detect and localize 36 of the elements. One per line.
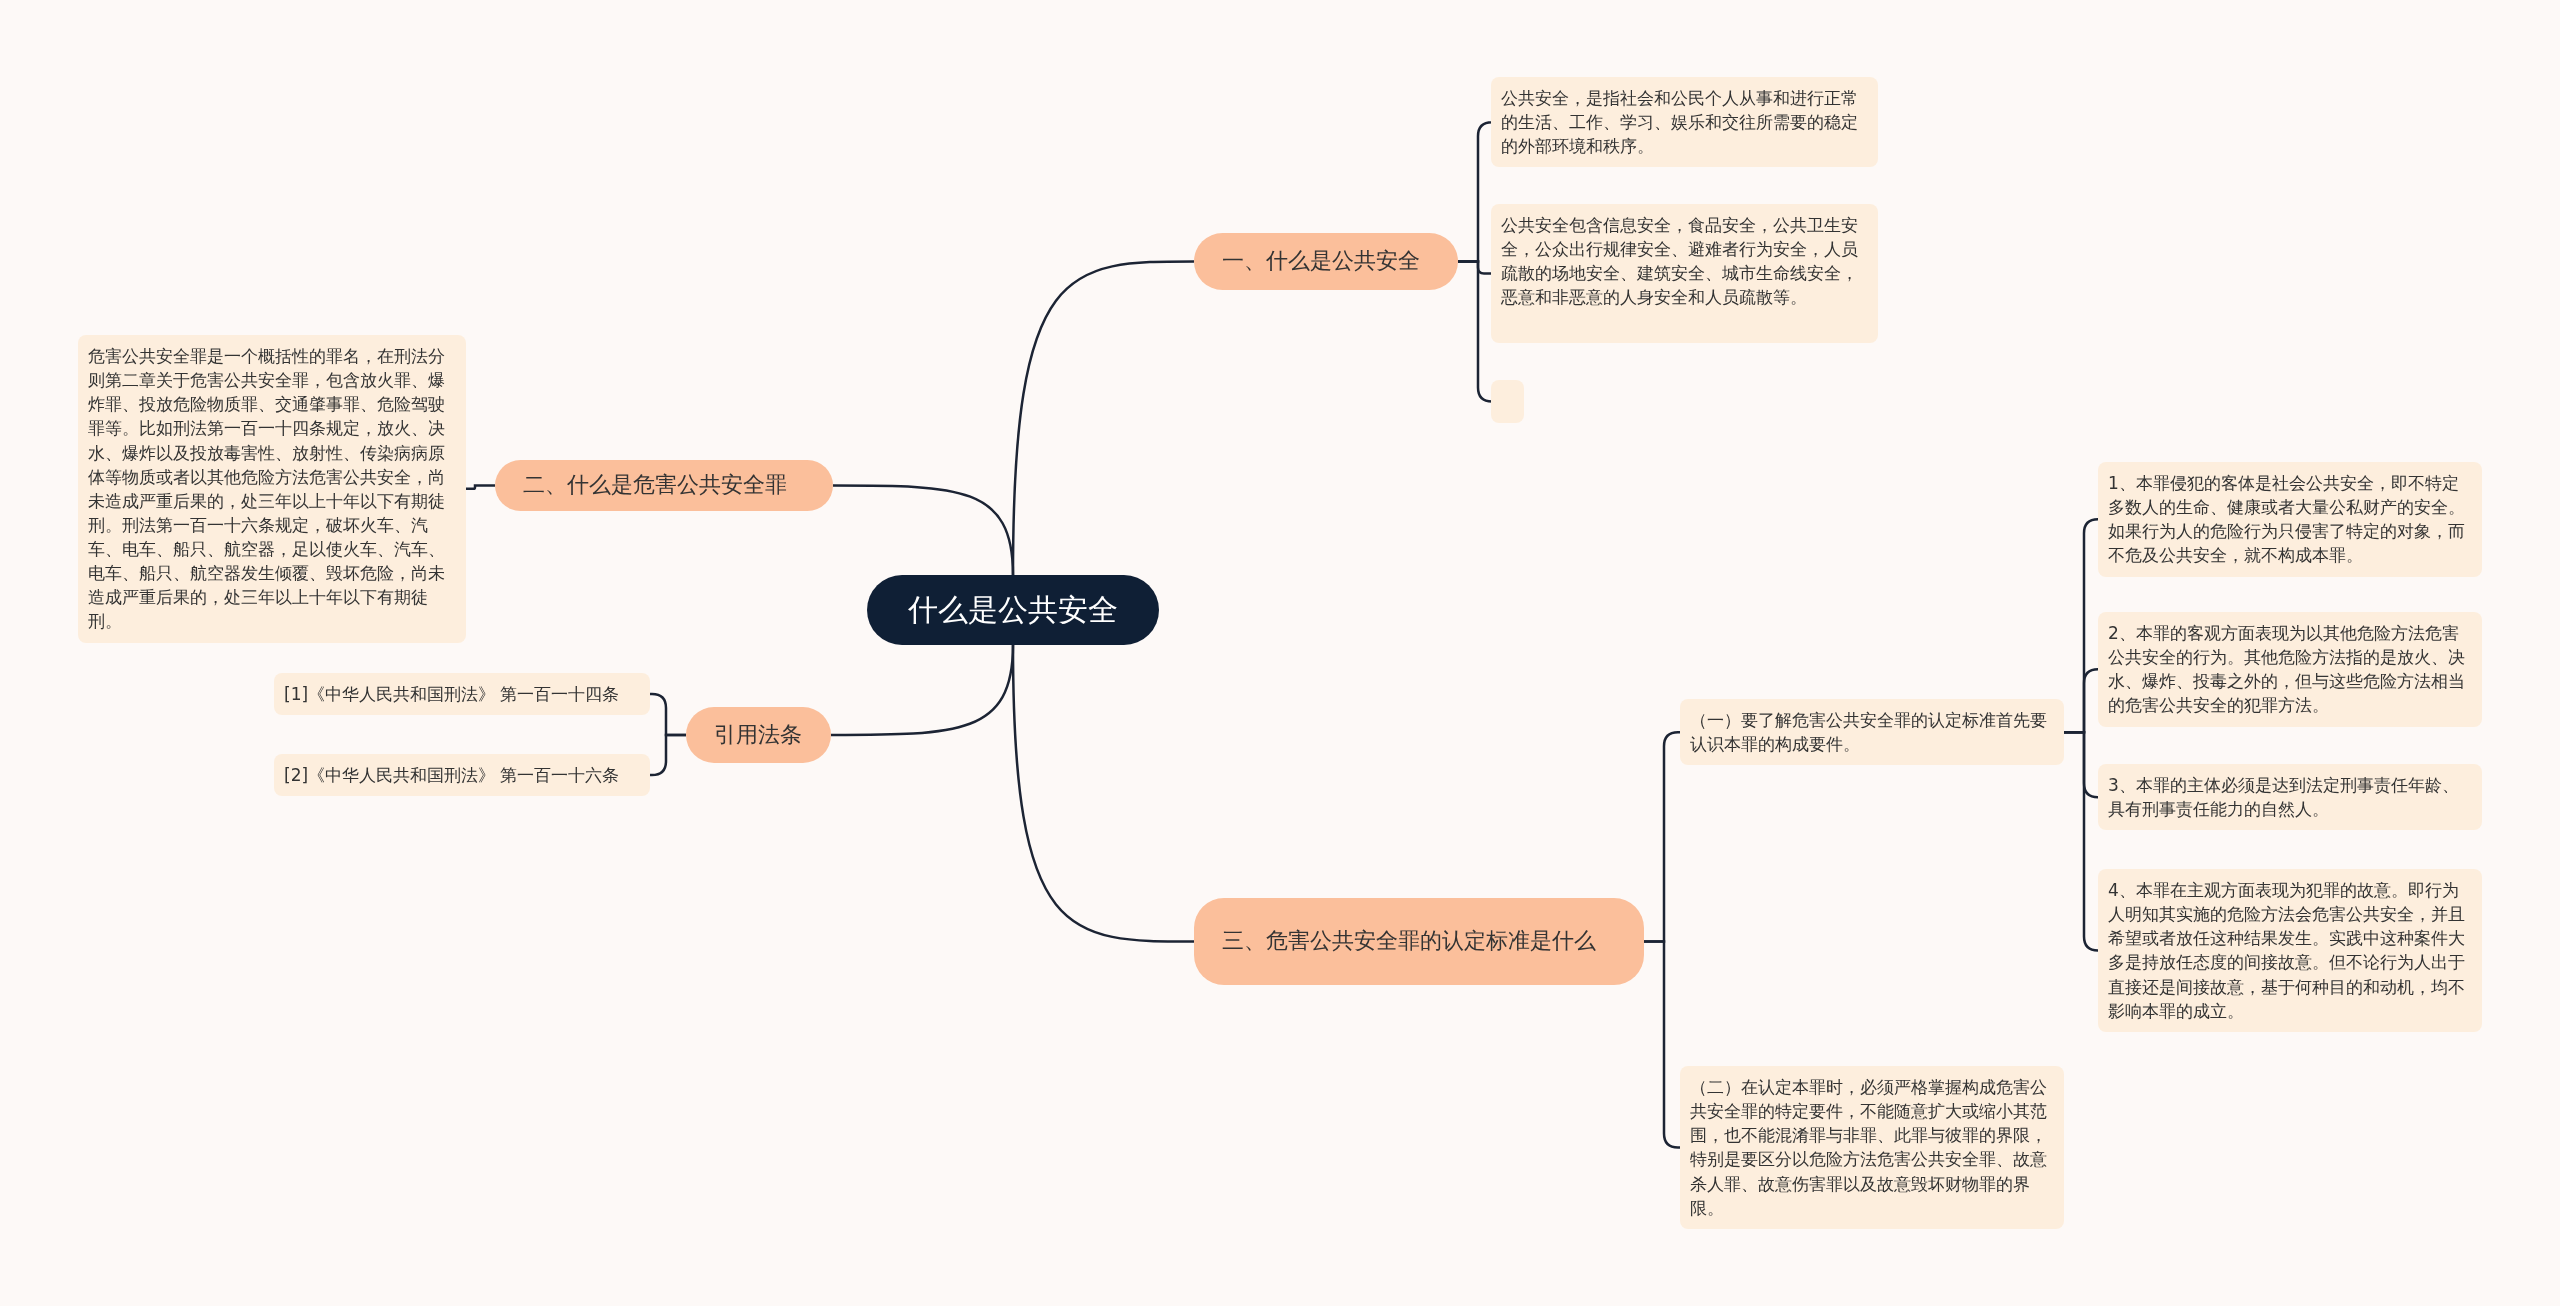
topic-text: 一、什么是公共安全 bbox=[1222, 247, 1420, 276]
topic-text: 二、什么是危害公共安全罪 bbox=[523, 471, 787, 500]
branch-topic bbox=[1194, 233, 1458, 290]
connector-line bbox=[650, 733, 686, 777]
note-text: [1]《中华人民共和国刑法》 第一百一十四条 bbox=[284, 683, 620, 706]
note-text: 1、本罪侵犯的客体是社会公共安全，即不特定多数人的生命、健康或者大量公私财产的安全。如果行为人的危险行为只侵害了特定的对象，而不危及公共安全，就不构成本罪。 bbox=[2108, 472, 2466, 568]
connector-line bbox=[466, 484, 495, 490]
connector-line bbox=[833, 484, 1015, 576]
topic-text: 三、危害公共安全罪的认定标准是什么 bbox=[1222, 927, 1596, 956]
note-card bbox=[2098, 869, 2482, 1032]
topic-text: 引用法条 bbox=[714, 720, 802, 749]
note-text: 危害公共安全罪是一个概括性的罪名，在刑法分则第二章关于危害公共安全罪，包含放火罪、爆炸罪、投放危险物质罪、交通肇事罪、危险驾驶罪等。比如刑法第一百一十四条规定，放火、决水、爆炸以及投放毒害性、放射性、传染病病原体等物质或者以其他危险方法危害公共安全，尚未造成严重后果的，处三年以上十年以下有期徒刑。刑法第一百一十六条规定，破坏火车、汽车、电车、船只、航空器，足以使火车、汽车、电车、船只、航空器发生倾覆、毁坏危险，尚未造成严重后果的，处三年以上十年以下有期徒刑。 bbox=[88, 345, 446, 634]
topic-text: 什么是公共安全 bbox=[908, 590, 1118, 629]
branch-topic bbox=[495, 460, 833, 511]
note-card bbox=[1491, 204, 1878, 343]
empty-box bbox=[1491, 380, 1524, 423]
note-card bbox=[1491, 77, 1878, 168]
note-text: 公共安全包含信息安全，食品安全，公共卫生安全，公众出行规律安全、避难者行为安全，人员疏散的场地安全、建筑安全、城市生命线安全，恶意和非恶意的人身安全和人员疏散等。 bbox=[1501, 214, 1859, 310]
branch-topic bbox=[1194, 898, 1644, 985]
connector-line bbox=[1011, 644, 1194, 943]
note-text: 4、本罪在主观方面表现为犯罪的故意。即行为人明知其实施的危险方法会危害公共安全，并且希望或者放任这种结果发生。实践中这种案件大多是持放任态度的间接故意。但不论行为人出于直接还是间接故意，基于何种目的和动机，均不影响本罪的成立。 bbox=[2108, 879, 2466, 1023]
note-card bbox=[274, 673, 650, 716]
note-card bbox=[1680, 699, 2064, 766]
note-text: （一）要了解危害公共安全罪的认定标准首先要认识本罪的构成要件。 bbox=[1690, 709, 2048, 757]
note-text: 3、本罪的主体必须是达到法定刑事责任年龄、具有刑事责任能力的自然人。 bbox=[2108, 774, 2460, 822]
note-text: [2]《中华人民共和国刑法》 第一百一十六条 bbox=[284, 764, 620, 787]
note-text: 公共安全，是指社会和公民个人从事和进行正常的生活、工作、学习、娱乐和交往所需要的稳定的外部环境和秩序。 bbox=[1501, 87, 1859, 159]
branch-topic bbox=[686, 707, 831, 763]
note-text: 2、本罪的客观方面表现为以其他危险方法危害公共安全的行为。其他危险方法指的是放火、决水、爆炸、投毒之外的，但与这些危险方法相当的危害公共安全的犯罪方法。 bbox=[2108, 622, 2466, 718]
connector-line bbox=[2064, 730, 2100, 952]
note-card bbox=[2098, 764, 2482, 831]
note-card bbox=[274, 754, 650, 797]
note-card bbox=[2098, 462, 2482, 577]
note-card bbox=[2098, 612, 2482, 727]
note-card bbox=[1680, 1066, 2064, 1229]
note-text: （二）在认定本罪时，必须严格掌握构成危害公共安全罪的特定要件，不能随意扩大或缩小其范围，也不能混淆罪与非罪、此罪与彼罪的界限，特别是要区分以危险方法危害公共安全罪、故意杀人罪、故意伤害罪以及故意毁坏财物罪的界限。 bbox=[1690, 1076, 2048, 1220]
